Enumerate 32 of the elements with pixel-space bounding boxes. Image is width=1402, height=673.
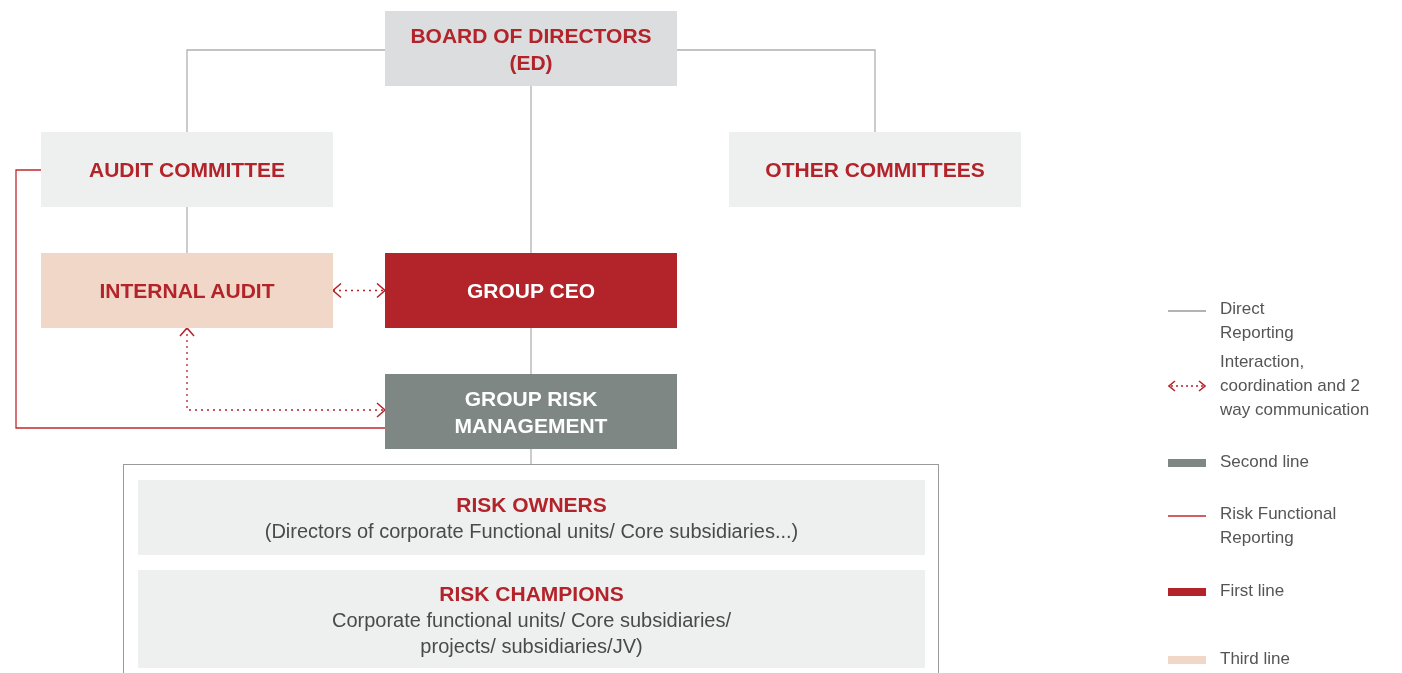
org-box bbox=[41, 253, 333, 328]
legend-label: Interaction, coordination and 2 way communication bbox=[1220, 351, 1371, 421]
box-description: Corporate functional units/ Core subsidiaries/ projects/ subsidiaries/JV) bbox=[330, 607, 733, 659]
org-box bbox=[41, 132, 333, 207]
org-box bbox=[385, 374, 677, 449]
org-box bbox=[729, 132, 1021, 207]
legend-label: Risk Functional Reporting bbox=[1220, 503, 1338, 549]
box-title: BOARD OF DIRECTORS (ED) bbox=[409, 22, 653, 76]
connector-line bbox=[676, 49, 876, 133]
box-title: RISK OWNERS bbox=[456, 492, 607, 518]
box-title: GROUP CEO bbox=[467, 278, 595, 304]
connector-line bbox=[530, 327, 532, 375]
connector-line bbox=[530, 85, 532, 254]
org-box bbox=[385, 253, 677, 328]
connector-line bbox=[530, 448, 532, 465]
box-description: (Directors of corporate Functional units/ Core subsidiaries...) bbox=[263, 519, 800, 544]
legend-label: First line bbox=[1220, 580, 1286, 602]
box-title: GROUP RISK MANAGEMENT bbox=[453, 385, 609, 439]
legend-label: Third line bbox=[1220, 648, 1291, 670]
box-title: INTERNAL AUDIT bbox=[99, 278, 275, 304]
legend-label: Direct Reporting bbox=[1220, 298, 1295, 344]
double-arrow bbox=[332, 282, 386, 299]
org-box bbox=[385, 11, 677, 86]
connector-line bbox=[186, 49, 386, 133]
legend-label: Second line bbox=[1220, 451, 1310, 473]
connector-line bbox=[186, 206, 188, 254]
double-arrow bbox=[179, 327, 386, 418]
connector-line bbox=[15, 169, 386, 429]
group-box bbox=[123, 464, 939, 673]
box-title: RISK CHAMPIONS bbox=[439, 580, 624, 607]
box-title: OTHER COMMITTEES bbox=[765, 157, 985, 183]
box-title: AUDIT COMMITTEE bbox=[89, 157, 285, 183]
